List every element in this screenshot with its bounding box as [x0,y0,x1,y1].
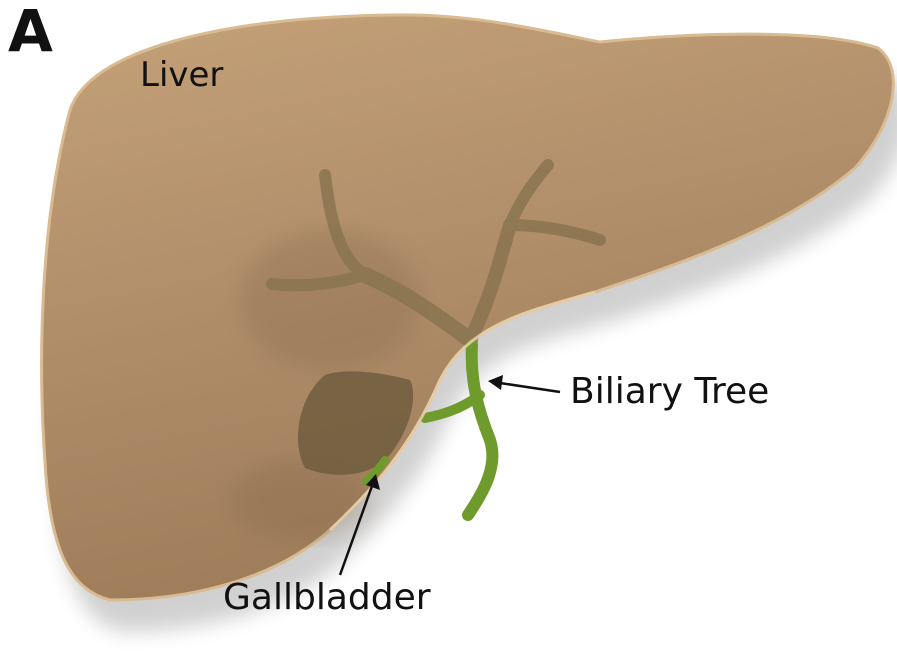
liver-shading [240,230,420,370]
panel-letter: A [8,2,53,60]
gallbladder-label: Gallbladder [223,580,431,616]
liver-label: Liver [140,58,223,92]
biliary-tree-label: Biliary Tree [570,374,769,410]
biliary-arrow [488,375,560,392]
